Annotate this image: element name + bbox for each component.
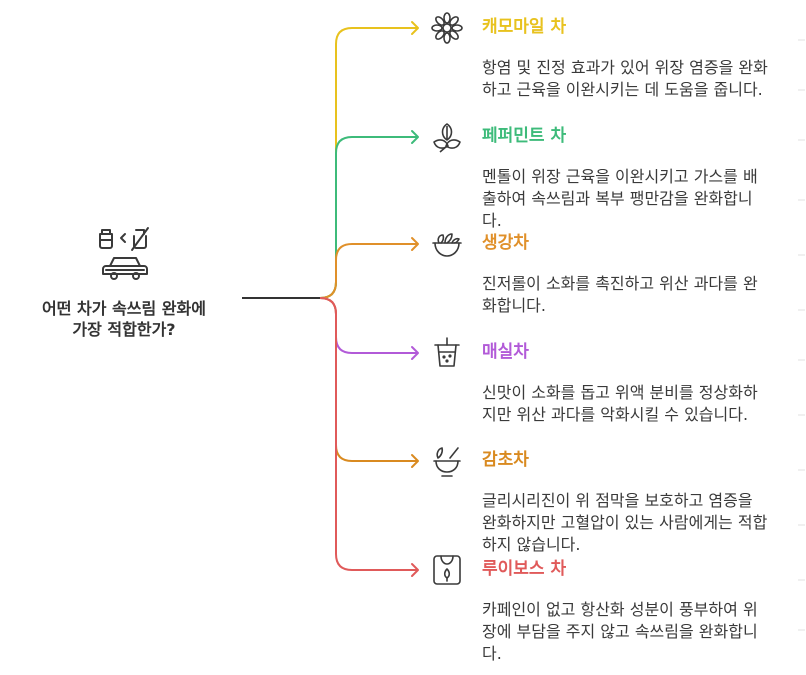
branch-description: 멘톨이 위장 근육을 이완시키고 가스를 배출하여 속쓰림과 복부 팽만감을 완… [482, 167, 758, 230]
connector-line [319, 136, 418, 299]
branch-description: 글리시리진이 위 점막을 보호하고 염증을 완화하지만 고혈압이 있는 사람에게… [482, 491, 768, 554]
branch-title: 매실차 [482, 342, 529, 362]
mint-leaves-icon [430, 120, 464, 154]
branch-title: 감초차 [482, 450, 529, 470]
connector-line [319, 297, 418, 571]
branch-title: 생강차 [482, 233, 529, 253]
branch-title: 페퍼민트 차 [482, 126, 567, 146]
arrow-head [411, 346, 419, 360]
branch-description: 항염 및 진정 효과가 있어 위장 염증을 완화하고 근육을 이완시키는 데 도… [482, 58, 768, 99]
arrow-head [411, 130, 419, 144]
connector-line [319, 297, 418, 462]
edge-marks [798, 39, 805, 631]
branch-description: 카페인이 없고 항산화 성분이 풍부하여 위장에 부담을 주지 않고 속쓰림을 … [482, 600, 758, 663]
arrow-head [411, 21, 419, 35]
branch-description: 진저롤이 소화를 촉진하고 위산 과다를 완화합니다. [482, 274, 758, 315]
chamomile-flower-icon [430, 11, 464, 45]
tea-cup-icon [430, 336, 464, 370]
herb-mortar-icon [430, 444, 464, 478]
connector-line [319, 27, 418, 299]
arrow-head [411, 454, 419, 468]
bottle-car-icon [92, 222, 158, 286]
arrow-head [411, 237, 419, 251]
branch-title: 루이보스 차 [482, 559, 567, 579]
connector-line [319, 243, 418, 299]
root-question: 어떤 차가 속쓰림 완화에 가장 적합한가? [42, 299, 206, 339]
branch-description: 신맛이 소화를 돕고 위액 분비를 정상화하지만 위산 과다를 악화시킬 수 있… [482, 383, 758, 424]
tea-package-icon [430, 553, 464, 587]
branch-title: 캐모마일 차 [482, 17, 567, 37]
ginger-bowl-icon [430, 227, 464, 261]
arrow-head [411, 563, 419, 577]
